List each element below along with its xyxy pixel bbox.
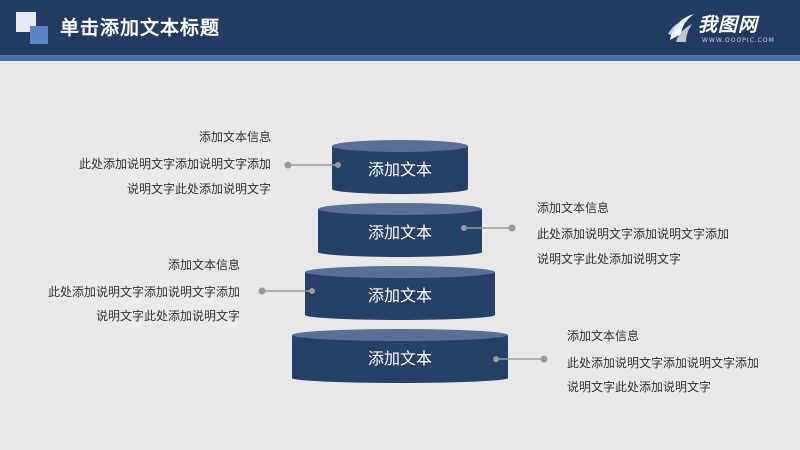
- disc-label[interactable]: 添加文本: [368, 286, 432, 305]
- note-line-2: 说明文字此处添加说明文字: [567, 379, 711, 394]
- disc-body: [318, 209, 482, 252]
- disc-bottom: [305, 310, 495, 320]
- connector-dot-inner: [335, 162, 341, 168]
- connector-dot-outer: [540, 355, 548, 363]
- page-title[interactable]: 单击添加文本标题: [60, 17, 221, 39]
- connector-dot-outer: [508, 224, 516, 232]
- brand-logo: 我图网 WWW.OOOPIC.COM: [664, 8, 784, 48]
- connector-dot-outer: [258, 287, 266, 295]
- brand-name: 我图网: [698, 14, 759, 36]
- note-title: 添加文本信息: [168, 257, 240, 272]
- tier-2: 添加文本 添加文本信息 此处添加说明文字添加说明文字添加 说明文字此处添加说明文…: [48, 257, 495, 323]
- brand-swirl-icon: [668, 14, 694, 42]
- disc-label[interactable]: 添加文本: [368, 160, 432, 179]
- disc-body: [292, 335, 508, 378]
- disc-label[interactable]: 添加文本: [368, 349, 432, 368]
- brand-url: WWW.OOOPIC.COM: [702, 37, 775, 44]
- note-line-2: 说明文字此处添加说明文字: [96, 308, 240, 323]
- tier-diagram: 添加文本 添加文本信息 此处添加说明文字添加说明文字添加 说明文字此处添加说明文…: [48, 129, 759, 394]
- disc-label[interactable]: 添加文本: [368, 223, 432, 242]
- connector-dot-outer: [284, 161, 292, 169]
- disc-bottom: [292, 373, 508, 383]
- note-line-2: 说明文字此处添加说明文字: [537, 251, 681, 266]
- tier-0: 添加文本 添加文本信息 此处添加说明文字添加说明文字添加 说明文字此处添加说明文…: [79, 129, 468, 196]
- note-line-1: 此处添加说明文字添加说明文字添加: [537, 226, 729, 241]
- header-bar: [0, 0, 800, 55]
- note-line-1: 此处添加说明文字添加说明文字添加: [48, 284, 240, 299]
- disc-top: [318, 203, 482, 215]
- tier-3: 添加文本 添加文本信息 此处添加说明文字添加说明文字添加 说明文字此处添加说明文…: [292, 328, 759, 394]
- connector-dot-inner: [493, 356, 499, 362]
- note-line-1: 此处添加说明文字添加说明文字添加: [79, 156, 271, 171]
- note-title: 添加文本信息: [567, 328, 639, 343]
- note-title: 添加文本信息: [199, 129, 271, 144]
- note-line-2: 说明文字此处添加说明文字: [127, 181, 271, 196]
- disc-body: [305, 272, 495, 315]
- connector-dot-inner: [461, 225, 467, 231]
- title-deco-square-blue: [30, 26, 48, 44]
- note-line-1: 此处添加说明文字添加说明文字添加: [567, 355, 759, 370]
- note-title: 添加文本信息: [537, 200, 609, 215]
- disc-bottom: [332, 184, 468, 194]
- header-accent-stripe: [0, 55, 800, 61]
- connector-dot-inner: [309, 288, 315, 294]
- disc-bottom: [318, 247, 482, 257]
- disc-top: [292, 329, 508, 341]
- disc-top: [332, 140, 468, 152]
- disc-body: [332, 146, 468, 189]
- disc-top: [305, 266, 495, 278]
- tier-1: 添加文本 添加文本信息 此处添加说明文字添加说明文字添加 说明文字此处添加说明文…: [318, 200, 729, 266]
